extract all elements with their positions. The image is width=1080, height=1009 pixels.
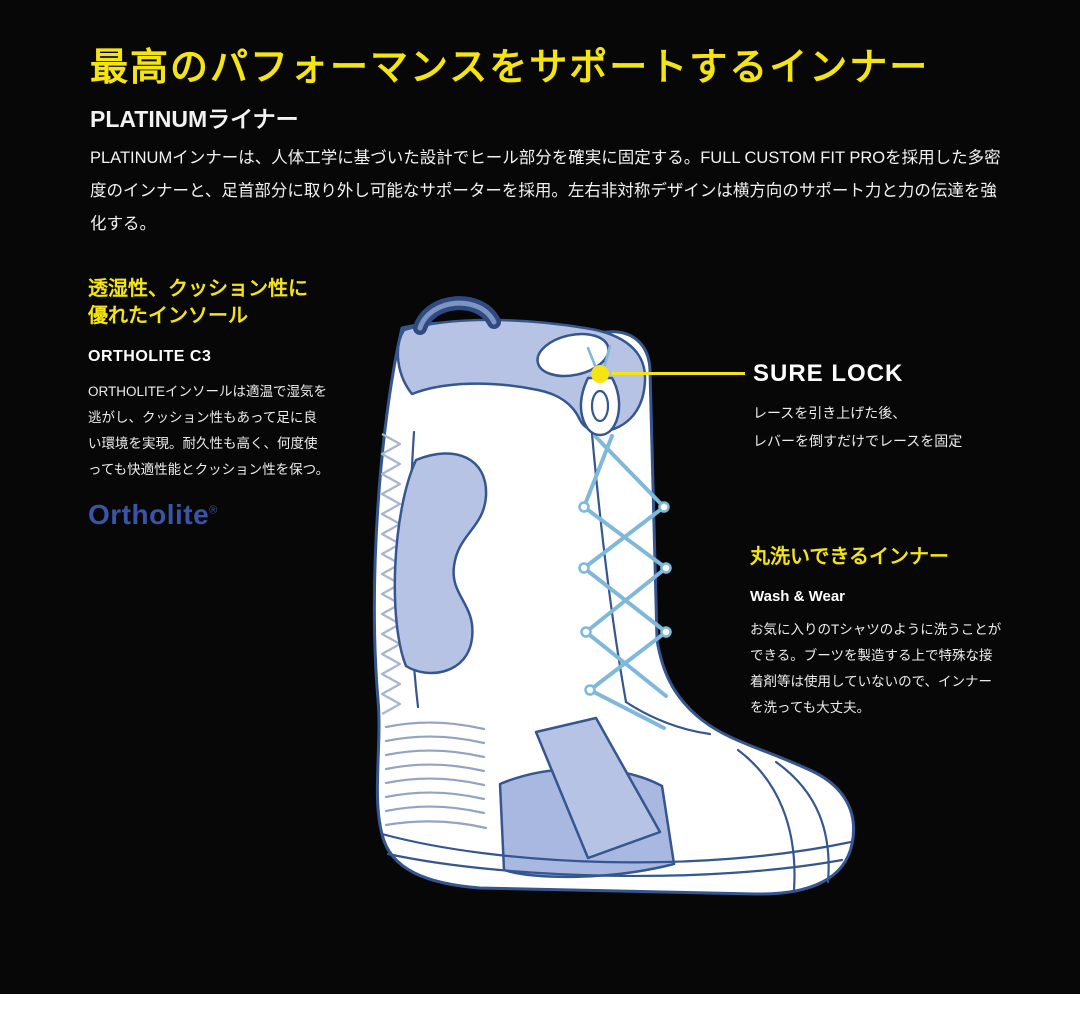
- sure-lock-body-text: レースを引き上げた後、レバーを倒すだけでレースを固定: [753, 399, 1033, 455]
- insole-section: 透湿性、クッション性に優れたインソール ORTHOLITE C3 ORTHOLI…: [88, 276, 344, 531]
- boot-liner-illustration: [330, 282, 860, 912]
- zigzag-texture: [380, 433, 402, 715]
- sure-lock-connector-line: [612, 372, 745, 375]
- intro-text: PLATINUMインナーは、人体工学に基づいた設計でヒール部分を確実に固定する。…: [90, 149, 1001, 233]
- liner-subtitle: PLATINUMライナー: [90, 106, 299, 132]
- sure-lock-lever: [579, 376, 621, 437]
- toe-seam-2: [774, 760, 830, 884]
- insole-heading-line2: 優れたインソール: [88, 305, 248, 327]
- registered-mark-icon: ®: [209, 504, 218, 517]
- insole-heading: 透湿性、クッション性に優れたインソール: [88, 276, 344, 330]
- lace-guide: [660, 562, 672, 574]
- washable-section: 丸洗いできるインナー Wash & Wear お気に入りのTシャツのように洗うこ…: [750, 540, 1016, 721]
- washable-body-text: お気に入りのTシャツのように洗うことができる。ブーツを製造する上で特殊な接着剤等…: [750, 622, 1002, 715]
- sure-lock-body-line2: レバーを倒すだけでレースを固定: [753, 433, 963, 449]
- insole-body-text: ORTHOLITEインソールは適温で湿気を逃がし、クッション性もあって足に良い環…: [88, 384, 330, 477]
- lace-guide: [578, 501, 590, 513]
- lace-guide: [580, 626, 592, 638]
- washable-heading: 丸洗いできるインナー: [750, 546, 949, 568]
- washable-subheading: Wash & Wear: [750, 588, 846, 605]
- instep-band: [534, 716, 662, 860]
- lace-ends: [586, 344, 612, 370]
- toe-seam-1: [736, 748, 796, 892]
- lace-guide: [660, 626, 672, 638]
- collar-opening: [536, 332, 610, 378]
- sure-lock-section: SURE LOCK レースを引き上げた後、レバーを倒すだけでレースを固定: [753, 360, 1033, 455]
- lace-guide: [578, 562, 590, 574]
- bottom-white-strip: [0, 994, 1080, 1009]
- sure-lock-heading: SURE LOCK: [753, 360, 904, 387]
- lateral-support-panel: [393, 452, 488, 675]
- sole-seam-outer: [380, 832, 853, 864]
- sure-lock-lever-inner: [590, 389, 610, 423]
- ankle-seam: [624, 700, 712, 736]
- ortholite-logo-text: Ortholite: [88, 499, 210, 530]
- pull-handle-highlight: [417, 300, 497, 331]
- sure-lock-body-line1: レースを引き上げた後、: [753, 405, 907, 421]
- insole-subheading: ORTHOLITE C3: [88, 348, 212, 365]
- lace-guide: [584, 684, 596, 696]
- ortholite-logo: Ortholite®: [88, 499, 344, 531]
- lace-guide: [658, 501, 670, 513]
- ribbed-texture: [384, 721, 488, 830]
- sole-seam-inner: [386, 852, 844, 878]
- page-title: 最高のパフォーマンスをサポートするインナー: [90, 47, 930, 89]
- sure-lock-point-marker: [591, 365, 609, 383]
- snowboard-boot-liner-drawing: [372, 296, 855, 896]
- insole-heading-line1: 透湿性、クッション性に: [88, 278, 308, 300]
